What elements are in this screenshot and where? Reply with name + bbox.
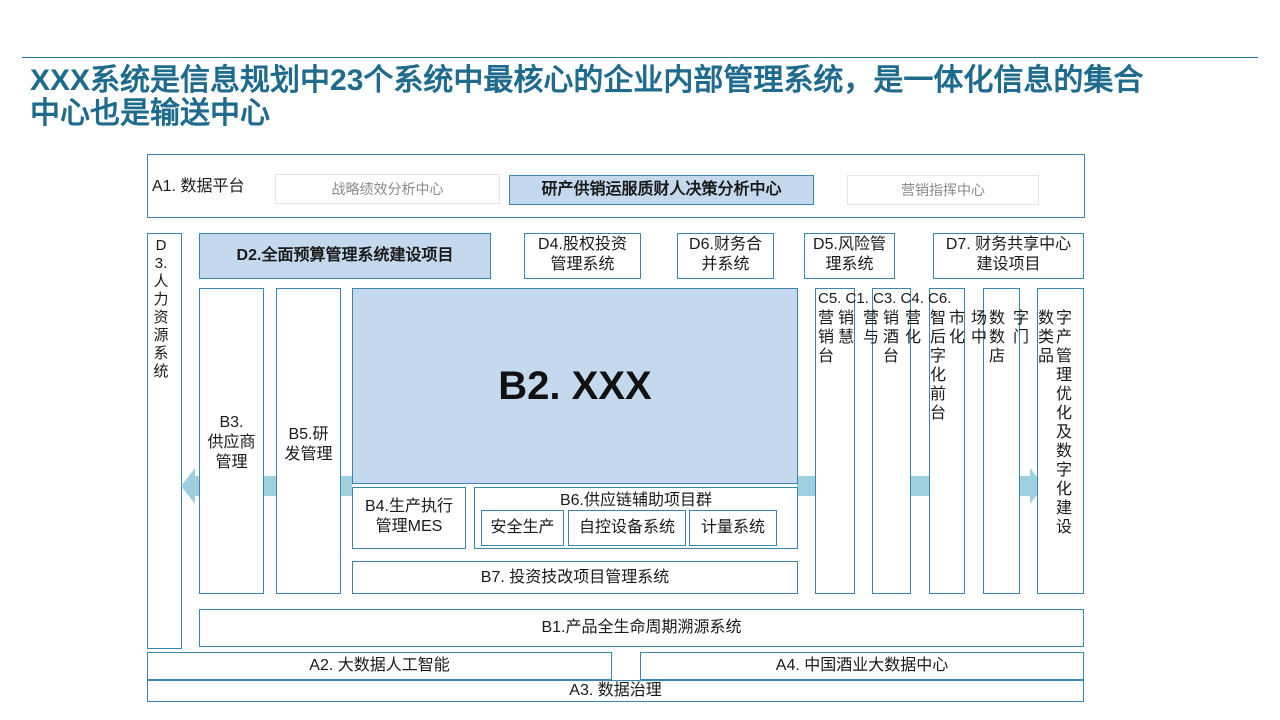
b3-line2: 供应商	[207, 434, 256, 451]
c-header: C5. C1. C3. C4. C6.	[818, 290, 952, 307]
b1-traceability-system: B1.产品全生命周期溯源系统	[199, 609, 1084, 647]
d2-budget-project: D2.全面预算管理系统建设项目	[199, 233, 491, 279]
b3-line1: B3.	[219, 414, 244, 431]
a1-decision-center: 研产供销运服质财人决策分析中心	[509, 175, 814, 205]
d5-risk-system: D5.风险管 理系统	[804, 233, 895, 279]
b6-metering-system: 计量系统	[689, 510, 777, 546]
a2-big-data-ai: A2. 大数据人工智能	[147, 652, 612, 680]
b3-line3: 管理	[215, 454, 248, 471]
left-arrow-head	[181, 468, 195, 504]
d7-shared-service-project: D7. 财务共享中心 建设项目	[933, 233, 1084, 279]
c-col3-text: 营与	[862, 310, 879, 346]
d7-line1: D7. 财务共享中心	[945, 236, 1072, 253]
flow-arrow-6	[1020, 476, 1030, 496]
d3-hr-system	[147, 233, 182, 649]
d3-label: D3.人力资源系统	[153, 237, 169, 380]
d6-consolidation-system: D6.财务合 并系统	[677, 233, 774, 279]
d4-line1: D4.股权投资	[538, 236, 627, 253]
b6-safety-production: 安全生产	[481, 510, 564, 546]
d6-line1: D6.财务合	[689, 236, 762, 253]
c-col4-text: 销酒台	[882, 310, 899, 365]
flow-arrow-2	[264, 476, 276, 496]
a1-marketing-center: 营销指挥中心	[847, 175, 1039, 205]
b7-investment-project-system: B7. 投资技改项目管理系统	[352, 561, 798, 594]
page-title-line2: 中心也是输送中心	[30, 97, 270, 130]
c-col8-text: 场中	[970, 310, 987, 346]
d4-equity-system: D4.股权投资 管理系统	[524, 233, 641, 279]
d5-line2: 理系统	[825, 256, 874, 273]
c-col11-text: 数类品	[1037, 310, 1054, 365]
d5-line1: D5.风险管	[813, 236, 886, 253]
b5-rd-management: B5.研 发管理	[276, 288, 341, 594]
page-title-line1: XXX系统是信息规划中23个系统中最核心的企业内部管理系统，是一体化信息的集合	[30, 64, 1144, 97]
flow-arrow-1	[195, 476, 201, 496]
b2-core-system: B2. XXX	[352, 288, 798, 484]
c-col5-text: 营化	[904, 310, 921, 346]
a3-data-governance: A3. 数据治理	[147, 680, 1084, 702]
page-title: XXX系统是信息规划中23个系统中最核心的企业内部管理系统，是一体化信息的集合 …	[30, 64, 1250, 130]
c-col6-text: 智后字化前台	[929, 310, 946, 422]
d4-line2: 管理系统	[550, 256, 615, 273]
a1-strategy-center: 战略绩效分析中心	[275, 174, 500, 204]
b4-line1: B4.生产执行	[364, 498, 454, 515]
flow-arrow-4	[797, 476, 815, 496]
c-col1-text: 营销台	[817, 310, 834, 365]
flow-arrow-5	[911, 476, 929, 496]
a4-liquor-data-center: A4. 中国酒业大数据中心	[640, 652, 1084, 680]
c-col2-text: 销慧	[837, 310, 854, 346]
c-col12-text: 字产管理优化及数字化建设	[1055, 310, 1072, 536]
b4-mes: B4.生产执行 管理MES	[352, 487, 466, 549]
c-col-frame-1	[815, 288, 855, 594]
c-col-frame-2	[872, 288, 911, 594]
b5-line2: 发管理	[284, 446, 333, 463]
flow-arrow-3	[341, 476, 352, 496]
b6-title: B6.供应链辅助项目群	[559, 492, 713, 509]
c-col9-text: 数数店	[988, 310, 1005, 365]
header-rule	[22, 57, 1258, 58]
b6-control-equipment: 自控设备系统	[568, 510, 686, 546]
b4-line2: 管理MES	[375, 518, 443, 535]
d6-line2: 并系统	[701, 256, 750, 273]
b3-supplier-management: B3. 供应商 管理	[199, 288, 264, 594]
c-col10-text: 字门	[1012, 310, 1029, 346]
d7-line2: 建设项目	[976, 256, 1041, 273]
b5-line1: B5.研	[288, 426, 329, 443]
c-col7-text: 市化	[948, 310, 965, 346]
c-col-frame-5	[1037, 288, 1084, 594]
a1-label: A1. 数据平台	[152, 178, 245, 195]
c-col-frame-3	[929, 288, 965, 594]
c-col-frame-4	[983, 288, 1020, 594]
